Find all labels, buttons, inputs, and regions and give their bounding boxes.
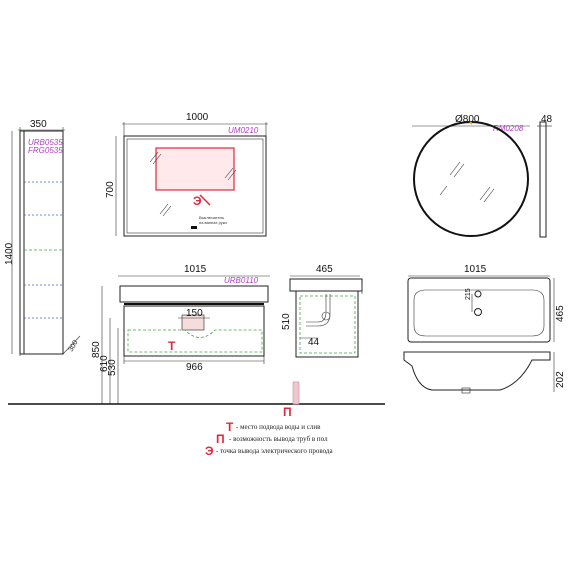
floor-line: П <box>8 381 385 419</box>
round-mirror-depth: 48 <box>541 114 553 125</box>
mirror-display-panel <box>155 147 235 191</box>
basin-side-height: 202 <box>555 371 566 388</box>
side-body <box>295 290 359 358</box>
basin-depth-label: 465 <box>555 305 566 322</box>
floor-pipe-icon <box>292 381 300 405</box>
mirror-electric-mark: Э <box>193 194 202 208</box>
round-mirror-outline <box>413 121 529 237</box>
mirror-model-label: UM0210 <box>228 126 259 135</box>
cabinet-model-1: URB0535 <box>28 138 63 147</box>
round-mirror-view: Ø800 RM0208 48 <box>412 114 553 238</box>
cabinet-model-2: FRG0535 <box>28 146 63 155</box>
legend-p-text: - возможность вывода труб в пол <box>229 435 328 443</box>
side-height-label: 510 <box>281 313 292 330</box>
basin-side-view: 202 <box>403 351 566 394</box>
vanity-body <box>123 305 265 357</box>
side-inner-label: 44 <box>308 337 320 348</box>
vanity-side-view: 465 510 44 <box>281 264 363 358</box>
round-mirror-diameter: Ø800 <box>455 114 480 125</box>
mirror-width-label: 1000 <box>186 112 209 123</box>
rect-mirror-view: 1000 UM0210 700 Э Выключатель на ваннах … <box>105 112 268 237</box>
vanity-cutout <box>181 314 205 331</box>
basin-side-outline <box>403 351 551 391</box>
switch-note-1: Выключатель <box>199 215 224 220</box>
mirror-height-label: 700 <box>105 181 116 198</box>
basin-small-dim: 215 <box>465 288 472 300</box>
basin-outline <box>407 277 551 343</box>
cabinet-width-label: 350 <box>30 119 47 130</box>
height-850: 850 <box>91 341 102 358</box>
floor-pipe-mark: П <box>283 405 292 419</box>
vanity-cutout-label: 150 <box>186 308 203 319</box>
basin-top-view: 1015 215 465 <box>407 264 566 343</box>
cabinet-offset-label: 300 <box>68 339 80 353</box>
height-530: 530 <box>107 359 118 376</box>
vanity-top-slab <box>119 285 269 303</box>
tall-cabinet-view: 350 1400 URB0535 FRG0535 300 <box>4 119 81 356</box>
vanity-model-label: URB0110 <box>224 276 259 285</box>
legend-t-text: - место подвода воды и слив <box>236 423 321 431</box>
legend-p-mark: П <box>216 432 225 446</box>
mirror-outline <box>123 135 267 237</box>
switch-note-2: на ваннах руки <box>199 220 227 225</box>
height-610: 610 <box>99 355 110 372</box>
vanity-water-mark: Т <box>168 339 176 353</box>
round-mirror-model: RM0208 <box>493 124 524 133</box>
legend-e-text: - точка вывода электрического провода <box>216 447 333 455</box>
legend-t-mark: Т <box>226 420 234 434</box>
side-depth-label: 465 <box>316 264 333 275</box>
basin-width-label: 1015 <box>464 264 487 275</box>
round-mirror-side <box>539 121 547 238</box>
legend-e-mark: Э <box>205 444 214 458</box>
cabinet-height-label: 1400 <box>4 242 15 265</box>
cabinet-outline <box>19 130 64 355</box>
side-top-slab <box>289 278 363 292</box>
legend: Т - место подвода воды и слив П - возмож… <box>205 420 333 458</box>
switch-icon <box>191 226 197 229</box>
vanity-inner-width: 966 <box>186 362 203 373</box>
vanity-front-view: 1015 URB0110 150 Т 966 850 610 530 <box>91 264 270 404</box>
vanity-width-label: 1015 <box>184 264 207 275</box>
